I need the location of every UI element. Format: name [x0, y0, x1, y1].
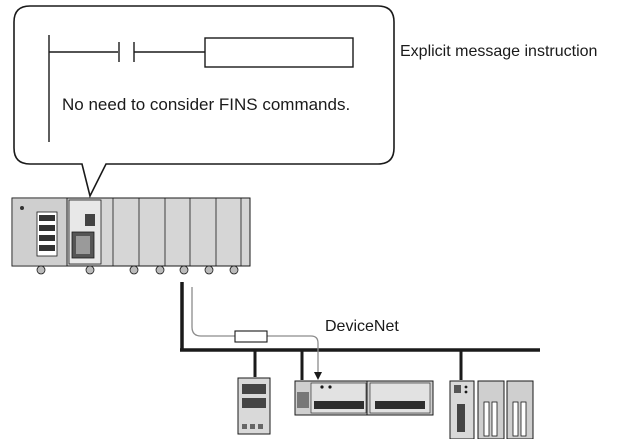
- arrow-head-icon: [314, 372, 322, 380]
- network-label: DeviceNet: [325, 318, 399, 335]
- instruction-block: [204, 37, 354, 68]
- devicenet-adapter-icon: [237, 377, 271, 435]
- remote-io-slave-icon: [294, 380, 434, 416]
- callout-note-text: No need to consider FINS commands.: [62, 95, 351, 114]
- instruction-label: Explicit message instruction: [400, 43, 598, 60]
- terminator-resistor: [234, 330, 268, 343]
- ladder-rung: [48, 35, 354, 142]
- plc-rack-icon: [11, 197, 251, 275]
- inverter-drive-icon: [449, 380, 534, 439]
